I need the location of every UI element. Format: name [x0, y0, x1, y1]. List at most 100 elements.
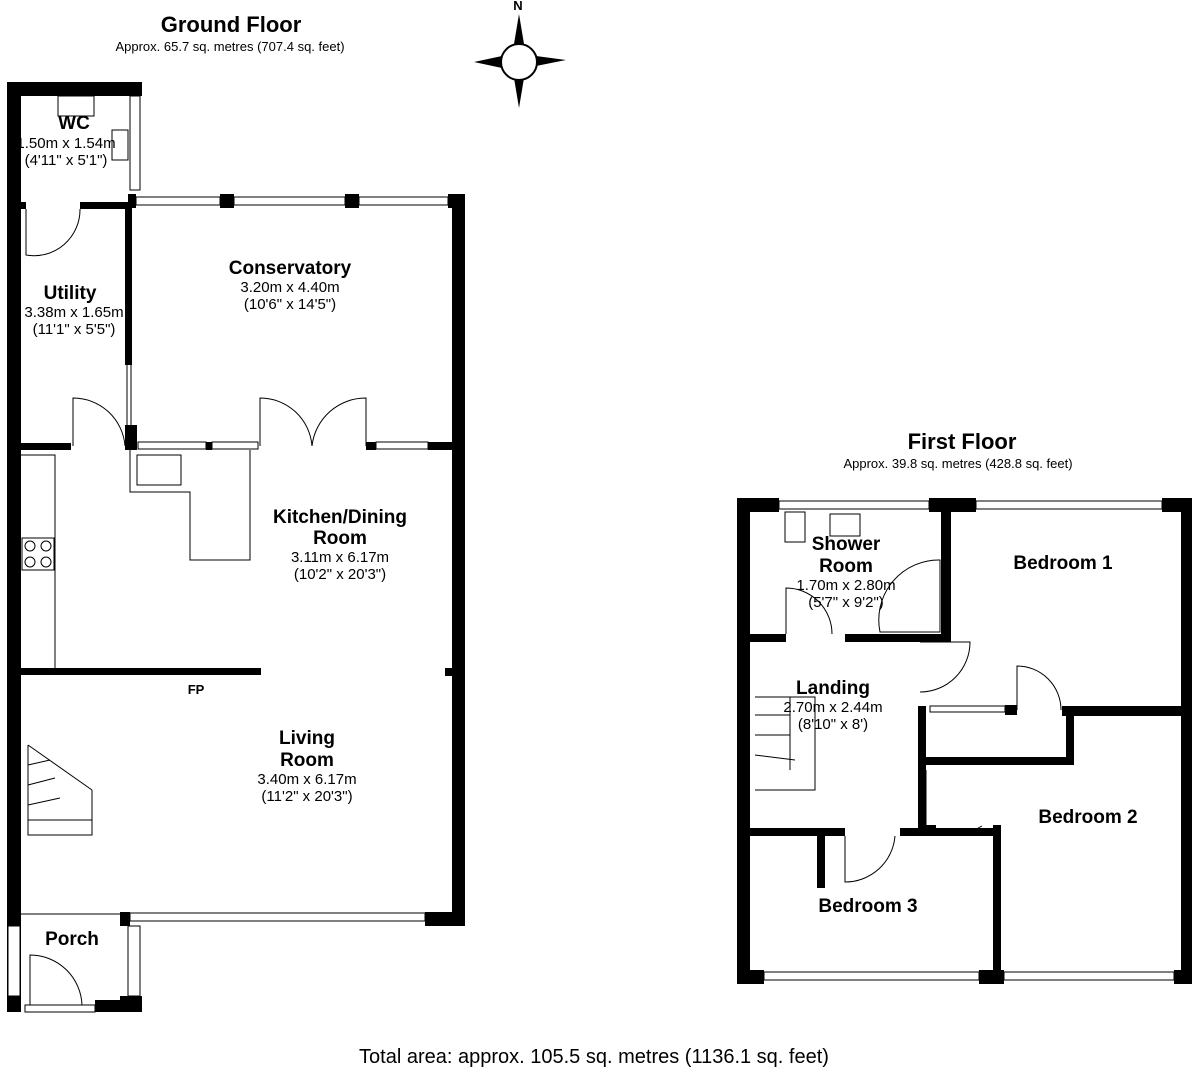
ground-east-wall — [452, 194, 465, 926]
wall — [125, 425, 137, 450]
landing-metric: 2.70m x 2.44m — [783, 699, 882, 716]
conservatory-wall-post — [448, 194, 465, 208]
shower-label-line1: Shower — [812, 534, 881, 555]
hob-ring — [40, 556, 52, 568]
shower-metric: 1.70m x 2.80m — [796, 577, 895, 594]
living-label-line1: Living — [279, 728, 335, 749]
utility-imperial: (11'1" x 5'5") — [33, 321, 116, 338]
first-floor-title: First Floor — [908, 429, 1017, 454]
bedroom1-label: Bedroom 1 — [1013, 553, 1113, 574]
compass: N — [474, 0, 566, 108]
conservatory-metric: 3.20m x 4.40m — [240, 279, 339, 296]
window — [233, 196, 346, 206]
landing-label: Landing — [796, 678, 870, 699]
stair-tread — [754, 754, 796, 761]
bedroom2-bedroom3-wall — [993, 825, 1001, 984]
wall — [900, 828, 1001, 836]
door-swing — [785, 587, 833, 635]
window — [358, 196, 449, 206]
stairs — [755, 696, 816, 791]
wall — [918, 825, 936, 835]
sink — [136, 454, 182, 486]
wc-utility-wall — [80, 202, 130, 209]
internal-window — [137, 441, 207, 450]
basin — [57, 95, 95, 117]
first-west-wall — [737, 498, 750, 984]
window — [1003, 971, 1175, 981]
landing-imperial: (8'10" x 8') — [798, 716, 868, 733]
conservatory-wall-post — [220, 194, 234, 208]
compass-needle-west — [474, 56, 502, 68]
basin — [829, 513, 861, 537]
wall — [7, 910, 21, 926]
wall — [366, 442, 376, 450]
compass-needle-east — [536, 56, 566, 66]
wall — [428, 442, 452, 450]
kitchen-units — [129, 450, 251, 561]
window — [129, 95, 141, 191]
bedroom3-label: Bedroom 3 — [818, 896, 917, 917]
internal-window — [211, 441, 259, 450]
stair-rail — [27, 744, 93, 791]
wall — [120, 996, 142, 1012]
wall — [1005, 705, 1017, 715]
window — [127, 925, 141, 997]
hob-ring — [24, 556, 36, 568]
ground-floor-title: Ground Floor — [161, 12, 302, 37]
window — [135, 196, 221, 206]
window — [7, 925, 21, 997]
wc-metric: 1.50m x 1.54m — [16, 135, 115, 152]
wall — [1062, 706, 1192, 716]
front-door-swing — [29, 954, 83, 1006]
door-swing — [919, 641, 971, 693]
kitchen-imperial: (10'2" x 20'3") — [294, 566, 386, 583]
first-floor-plan — [737, 498, 1192, 984]
shower-bedroom1-wall — [941, 512, 951, 642]
door-swing — [925, 770, 983, 835]
conservatory-imperial: (10'6" x 14'5") — [244, 296, 336, 313]
door-swing — [72, 397, 126, 447]
wall — [95, 1000, 120, 1012]
wc-imperial: (4'11" x 5'1") — [25, 152, 108, 169]
stair-tread — [27, 777, 56, 786]
wall — [918, 757, 1074, 765]
toilet — [111, 129, 129, 161]
stair-tread — [27, 759, 51, 766]
wall — [918, 765, 926, 835]
stairs — [27, 745, 93, 836]
door-swing — [25, 208, 81, 257]
wall — [750, 634, 786, 642]
wall — [929, 498, 976, 512]
wall — [918, 706, 926, 765]
toilet — [784, 511, 806, 543]
utility-label: Utility — [44, 283, 97, 304]
conservatory-wall-post — [128, 194, 136, 208]
stair-tread — [27, 797, 61, 806]
door-swing — [1016, 665, 1062, 711]
conservatory-wall-post — [345, 194, 359, 208]
ground-floor-plan — [7, 82, 465, 1013]
first-east-wall — [1181, 498, 1192, 984]
compass-north-label: N — [513, 0, 522, 13]
ground-west-wall — [7, 82, 21, 1012]
wall — [7, 996, 21, 1012]
wall — [737, 498, 779, 512]
wall — [750, 828, 845, 836]
compass-needle-south — [513, 72, 525, 108]
shower-tray — [878, 559, 941, 633]
total-area: Total area: approx. 105.5 sq. metres (11… — [359, 1046, 829, 1068]
living-label-line2: Room — [280, 750, 334, 771]
wall — [445, 668, 452, 676]
kitchen-label-line2: Room — [313, 528, 367, 549]
hob-ring — [24, 540, 36, 552]
first-floor-area: Approx. 39.8 sq. metres (428.8 sq. feet) — [843, 456, 1072, 471]
ground-floor-area: Approx. 65.7 sq. metres (707.4 sq. feet) — [115, 39, 344, 54]
wall — [737, 970, 764, 984]
kitchen-metric: 3.11m x 6.17m — [291, 549, 389, 566]
shower-label-line2: Room — [819, 556, 873, 577]
wc-north-wall — [7, 82, 142, 96]
hob — [21, 537, 55, 571]
internal-window — [375, 441, 429, 450]
hob-ring — [40, 540, 52, 552]
window — [778, 500, 930, 510]
